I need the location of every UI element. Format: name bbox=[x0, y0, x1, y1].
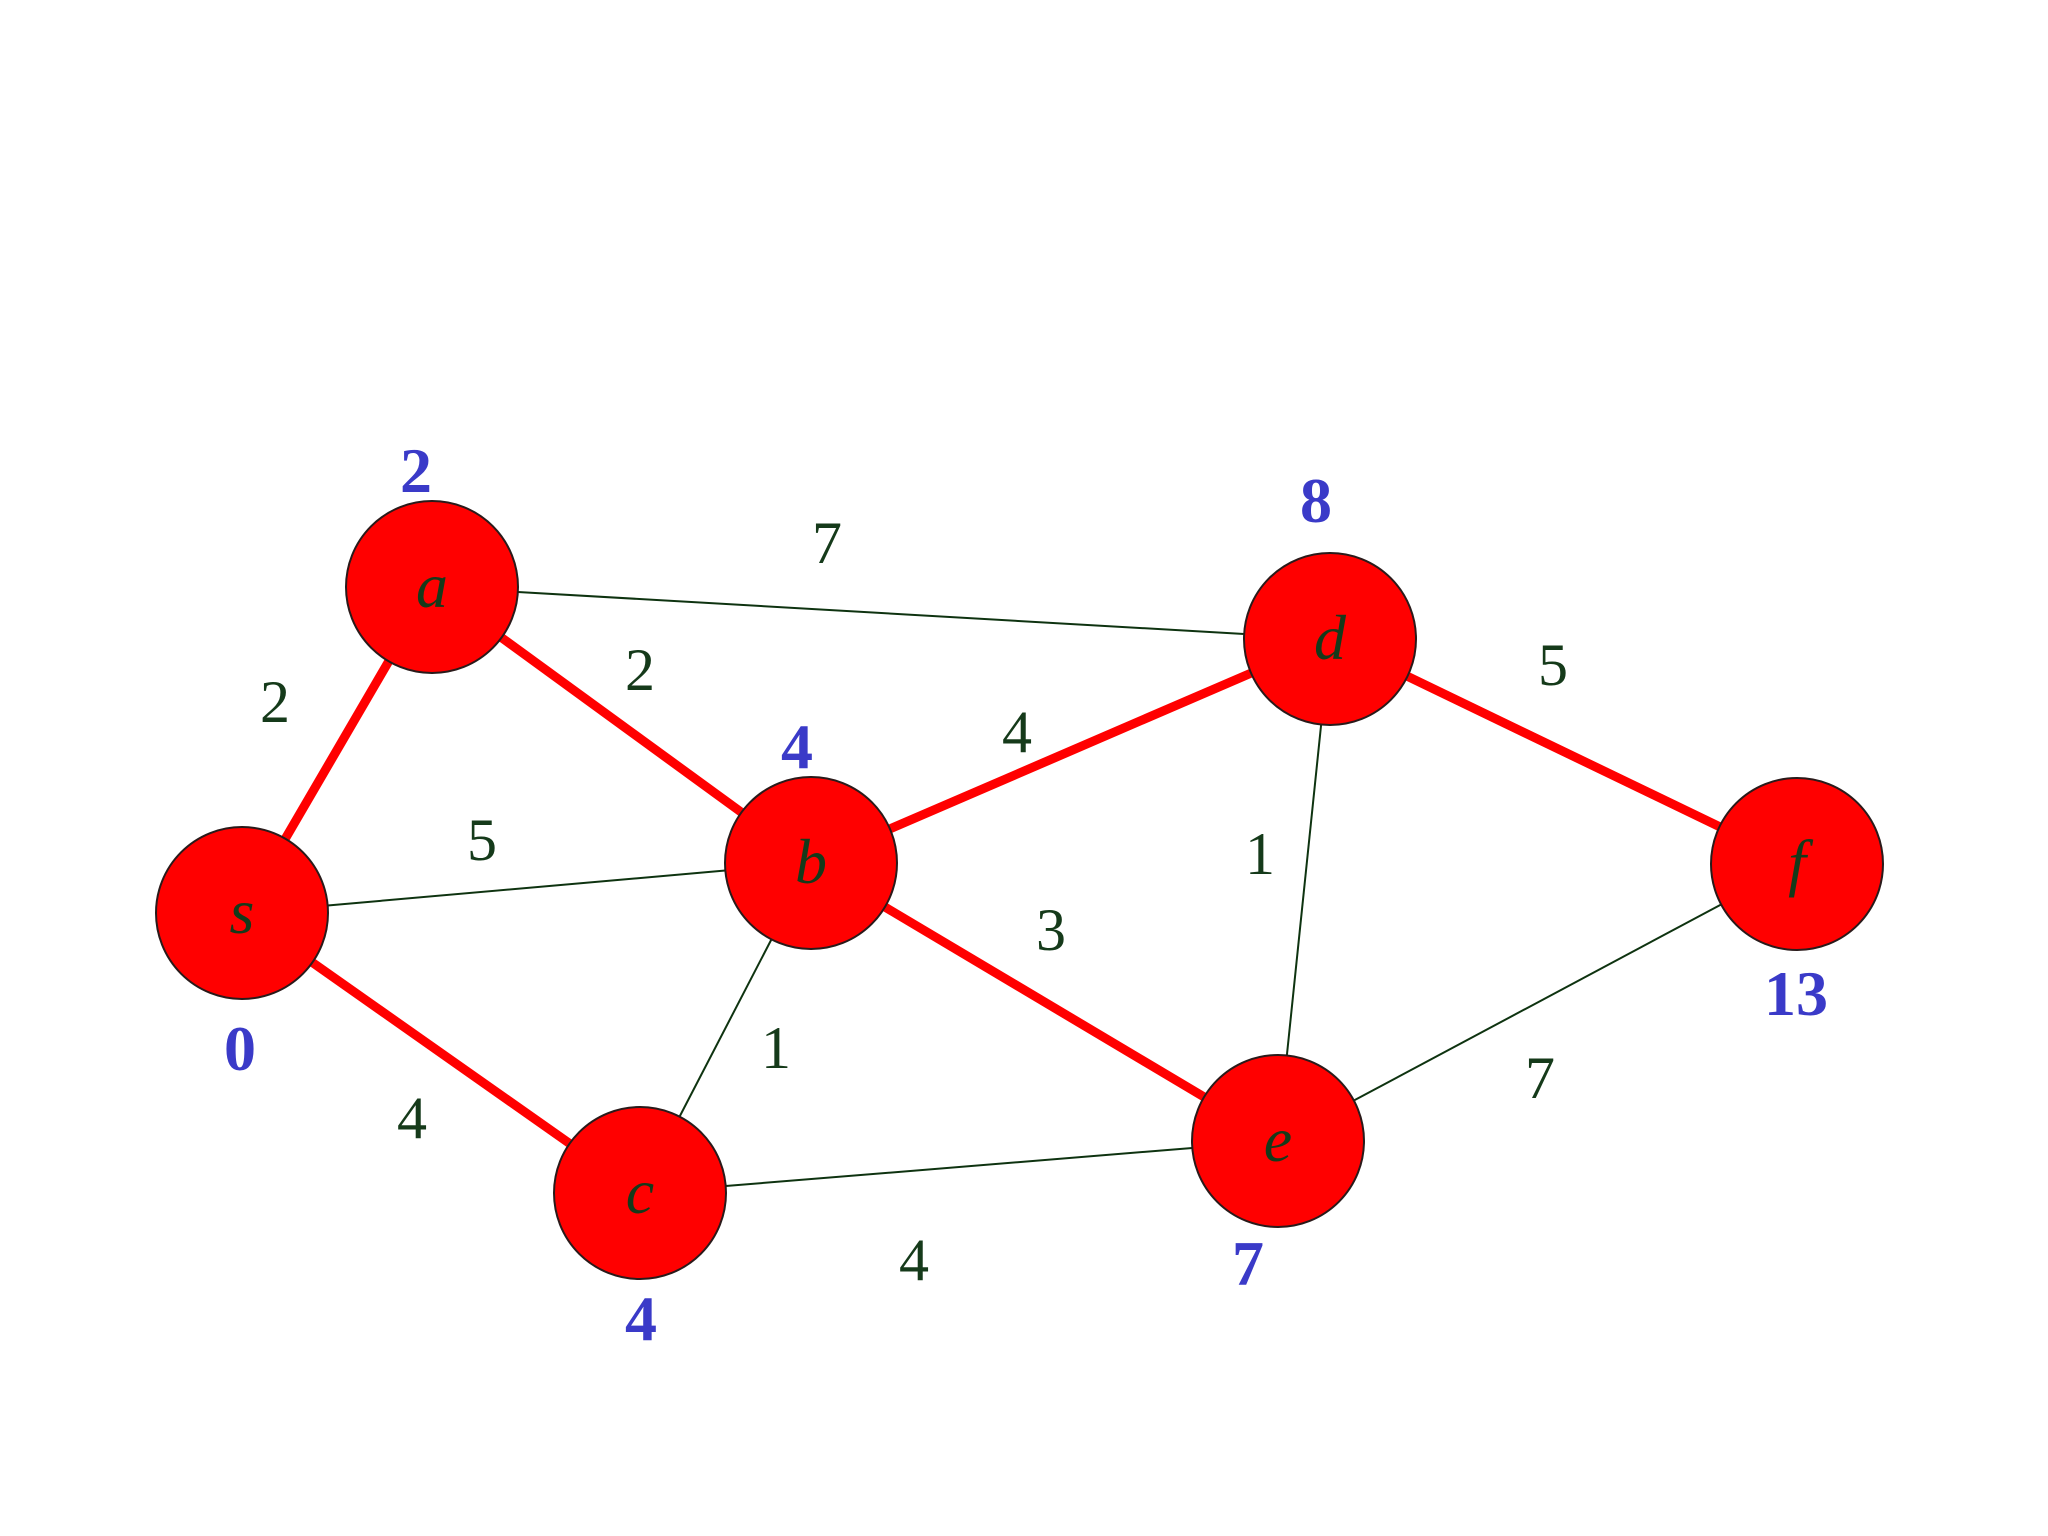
edges-layer bbox=[281, 590, 1722, 1188]
node-circle-b bbox=[724, 776, 898, 950]
edge-b-c bbox=[678, 938, 773, 1118]
node-f: f bbox=[1710, 777, 1884, 951]
edge-s-c bbox=[309, 958, 573, 1148]
node-b: b bbox=[724, 776, 898, 950]
edge-d-f bbox=[1405, 672, 1722, 831]
node-circle-f bbox=[1710, 777, 1884, 951]
edge-weight-c-e: 4 bbox=[899, 1227, 929, 1293]
edge-d-e bbox=[1285, 724, 1323, 1056]
edge-weight-b-c: 1 bbox=[761, 1015, 791, 1081]
node-label-a: a bbox=[416, 550, 448, 621]
node-c: c bbox=[553, 1106, 727, 1280]
node-label-b: b bbox=[795, 826, 827, 897]
distance-label-f: 13 bbox=[1764, 958, 1828, 1029]
node-e: e bbox=[1191, 1054, 1365, 1228]
edge-weight-b-e: 3 bbox=[1036, 897, 1066, 963]
node-label-e: e bbox=[1264, 1104, 1292, 1175]
node-circle-s bbox=[155, 826, 329, 1000]
node-a: a bbox=[345, 500, 519, 674]
distance-label-a: 2 bbox=[400, 435, 432, 506]
node-circle-e bbox=[1191, 1054, 1365, 1228]
distance-label-e: 7 bbox=[1232, 1228, 1264, 1299]
edge-b-d bbox=[888, 668, 1253, 834]
edge-s-b bbox=[327, 869, 726, 907]
node-s: s bbox=[155, 826, 329, 1000]
edge-weight-s-b: 5 bbox=[467, 807, 497, 873]
edge-a-d bbox=[517, 590, 1245, 636]
edge-weight-a-d: 7 bbox=[812, 510, 842, 576]
edge-weight-a-b: 2 bbox=[625, 637, 655, 703]
edge-weight-d-e: 1 bbox=[1245, 821, 1275, 887]
edge-a-b bbox=[498, 633, 745, 817]
distance-label-b: 4 bbox=[781, 711, 813, 782]
node-label-s: s bbox=[230, 876, 255, 947]
node-d: d bbox=[1243, 552, 1417, 726]
edge-weight-d-f: 5 bbox=[1538, 632, 1568, 698]
edge-weight-b-d: 4 bbox=[1002, 699, 1032, 765]
node-label-d: d bbox=[1314, 602, 1347, 673]
node-circle-d bbox=[1243, 552, 1417, 726]
distance-label-c: 4 bbox=[625, 1283, 657, 1354]
edge-weight-s-c: 4 bbox=[397, 1085, 427, 1151]
node-circle-c bbox=[553, 1106, 727, 1280]
edge-weight-e-f: 7 bbox=[1525, 1045, 1555, 1111]
edge-b-e bbox=[882, 903, 1207, 1101]
nodes-layer: s a b c d e f bbox=[155, 500, 1884, 1280]
edge-weight-s-a: 2 bbox=[260, 669, 290, 735]
edge-c-e bbox=[725, 1146, 1193, 1188]
distance-label-d: 8 bbox=[1300, 465, 1332, 536]
edge-s-a bbox=[281, 659, 393, 841]
node-label-c: c bbox=[626, 1156, 654, 1227]
distance-label-s: 0 bbox=[224, 1013, 256, 1084]
edge-e-f bbox=[1353, 903, 1722, 1102]
node-circle-a bbox=[345, 500, 519, 674]
weights-layer: 2 5 4 2 7 1 4 3 4 1 5 7 bbox=[260, 510, 1568, 1293]
